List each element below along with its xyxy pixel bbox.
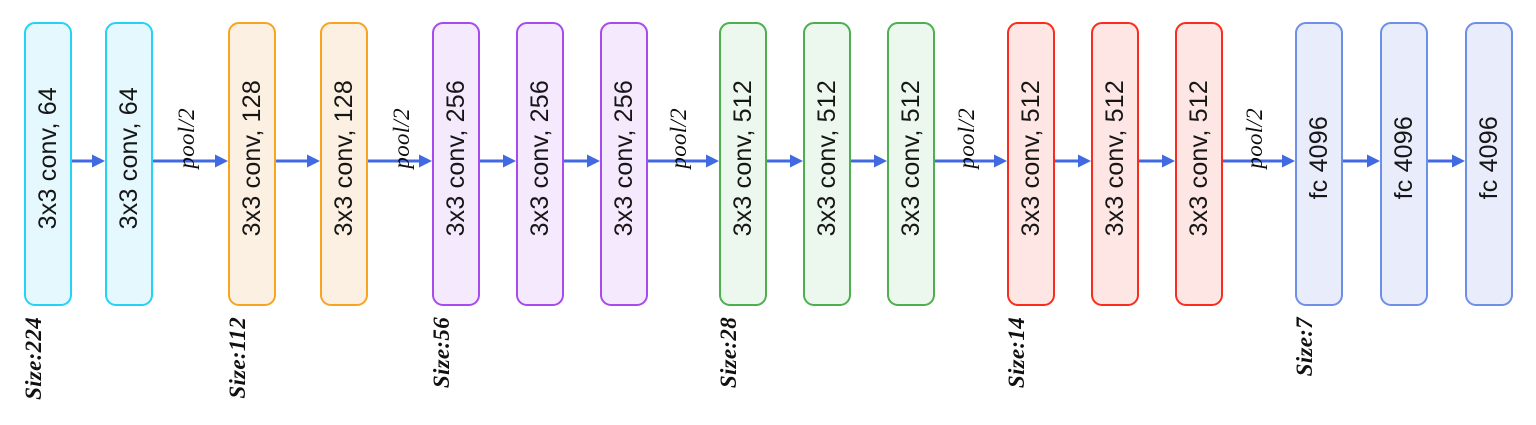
flow-arrow-a4 (368, 151, 432, 171)
flow-arrow-a13 (1223, 151, 1295, 171)
pool-label-pool4: pool/2 (954, 108, 979, 169)
layer-box-conv3_1[interactable]: 3x3 conv, 256 (432, 22, 480, 306)
layer-box-conv1_1[interactable]: 3x3 conv, 64 (24, 22, 72, 306)
layer-box-conv3_3[interactable]: 3x3 conv, 256 (600, 22, 648, 306)
flow-arrow-a5 (480, 151, 516, 171)
size-label-size6: Size:7 (1292, 317, 1317, 377)
layer-box-conv4_2[interactable]: 3x3 conv, 512 (803, 22, 851, 306)
flow-arrow-a8 (767, 151, 803, 171)
layer-label-conv5_2: 3x3 conv, 512 (1100, 79, 1129, 237)
layer-label-conv3_1: 3x3 conv, 256 (441, 79, 470, 237)
layer-box-conv2_2[interactable]: 3x3 conv, 128 (320, 22, 368, 306)
layer-box-conv5_3[interactable]: 3x3 conv, 512 (1175, 22, 1223, 306)
flow-arrow-a7 (648, 151, 719, 171)
layer-label-conv4_3: 3x3 conv, 512 (896, 79, 925, 237)
layer-box-conv1_2[interactable]: 3x3 conv, 64 (105, 22, 153, 306)
pool-label-pool3: pool/2 (666, 108, 691, 169)
layer-label-conv2_1: 3x3 conv, 128 (237, 79, 266, 237)
pool-label-pool5: pool/2 (1242, 108, 1267, 169)
layer-box-conv3_2[interactable]: 3x3 conv, 256 (516, 22, 564, 306)
layer-box-conv5_2[interactable]: 3x3 conv, 512 (1091, 22, 1139, 306)
layer-label-conv5_3: 3x3 conv, 512 (1184, 79, 1213, 237)
layer-box-fc8[interactable]: fc 4096 (1465, 22, 1513, 306)
layer-label-conv3_3: 3x3 conv, 256 (609, 79, 638, 237)
pool-label-pool1: pool/2 (174, 108, 199, 169)
layer-box-conv4_1[interactable]: 3x3 conv, 512 (719, 22, 767, 306)
layer-box-conv2_1[interactable]: 3x3 conv, 128 (228, 22, 276, 306)
layer-box-fc6[interactable]: fc 4096 (1295, 22, 1343, 306)
layer-label-fc6: fc 4096 (1304, 116, 1333, 200)
flow-arrow-a2 (153, 151, 228, 171)
layer-label-fc8: fc 4096 (1474, 116, 1503, 200)
flow-arrow-a12 (1139, 151, 1175, 171)
size-label-size4: Size:28 (716, 317, 741, 389)
flow-arrow-a10 (935, 151, 1007, 171)
layer-label-conv2_2: 3x3 conv, 128 (329, 79, 358, 237)
flow-arrow-a9 (851, 151, 887, 171)
flow-arrow-a14 (1343, 151, 1380, 171)
layer-box-conv4_3[interactable]: 3x3 conv, 512 (887, 22, 935, 306)
size-label-size3: Size:56 (429, 317, 454, 389)
size-label-size5: Size:14 (1004, 317, 1029, 389)
layer-label-conv3_2: 3x3 conv, 256 (525, 79, 554, 237)
layer-label-conv1_2: 3x3 conv, 64 (114, 86, 143, 230)
layer-label-conv4_1: 3x3 conv, 512 (728, 79, 757, 237)
layer-label-conv1_1: 3x3 conv, 64 (33, 86, 62, 230)
layer-label-fc7: fc 4096 (1389, 116, 1418, 200)
flow-arrow-a11 (1055, 151, 1091, 171)
size-label-size2: Size:112 (225, 317, 250, 399)
pool-label-pool2: pool/2 (389, 108, 414, 169)
flow-arrow-a15 (1428, 151, 1465, 171)
flow-arrow-a1 (72, 151, 105, 171)
flow-arrow-a3 (276, 151, 320, 171)
layer-label-conv4_2: 3x3 conv, 512 (812, 79, 841, 237)
size-label-size1: Size:224 (21, 317, 46, 400)
layer-box-fc7[interactable]: fc 4096 (1380, 22, 1428, 306)
layer-label-conv5_1: 3x3 conv, 512 (1016, 79, 1045, 237)
flow-arrow-a6 (564, 151, 600, 171)
layer-box-conv5_1[interactable]: 3x3 conv, 512 (1007, 22, 1055, 306)
